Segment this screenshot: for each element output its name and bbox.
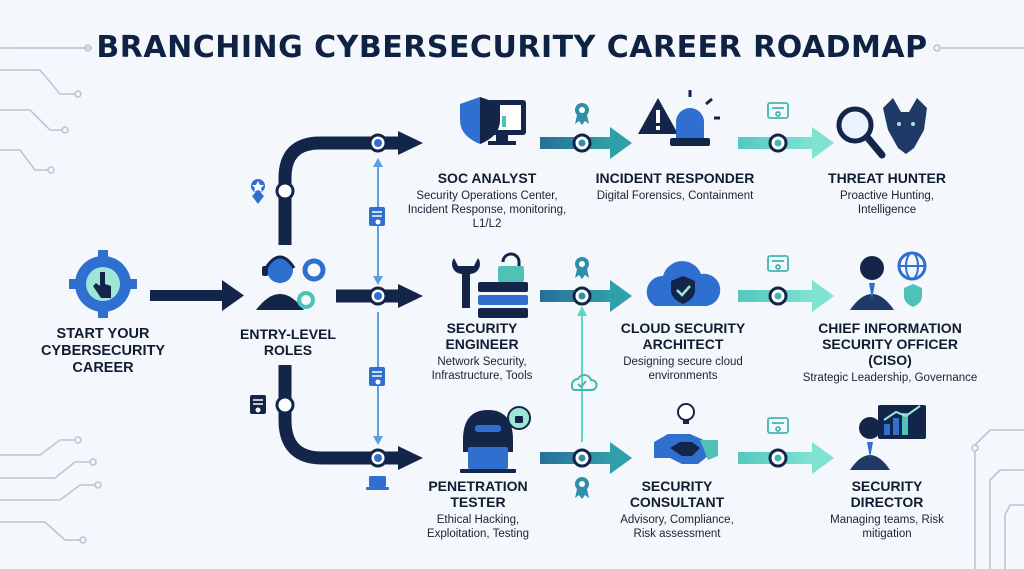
- page-title: BRANCHING CYBERSECURITY CAREER ROADMAP: [96, 30, 928, 65]
- certificate-icon: [767, 255, 789, 272]
- handshake-bulb-icon: [654, 403, 718, 464]
- role-security-engineer: SECURITY ENGINEER Network Security, Infr…: [422, 320, 542, 383]
- role-description: Advisory, Compliance, Risk assessment: [620, 514, 734, 540]
- role-ciso: CHIEF INFORMATION SECURITY OFFICER (CISO…: [800, 320, 980, 385]
- cloud-shield-icon: [646, 261, 721, 306]
- role-description: Proactive Hunting, Intelligence: [840, 190, 934, 216]
- role-title: THREAT HUNTER: [828, 170, 946, 186]
- arrow-pentester-to-consultant: [540, 442, 632, 474]
- award-ribbon-icon: [575, 477, 589, 499]
- medal-icon: [251, 179, 265, 204]
- arrow-engineer-to-cloud: [540, 280, 632, 312]
- role-soc-analyst: SOC ANALYST Security Operations Center, …: [402, 170, 572, 231]
- role-description: Ethical Hacking, Exploitation, Testing: [426, 514, 530, 540]
- role-description: Designing secure cloud environments: [623, 356, 743, 382]
- role-title: SECURITY CONSULTANT: [629, 478, 725, 510]
- role-security-director: SECURITY DIRECTOR Managing teams, Risk m…: [822, 478, 952, 541]
- circuit-decoration-top-right: [933, 44, 1024, 52]
- role-title: INCIDENT RESPONDER: [595, 170, 755, 186]
- start-title: START YOUR CYBERSECURITY CAREER: [40, 326, 166, 376]
- headset-agent-icon: [256, 255, 326, 310]
- role-title: SECURITY ENGINEER: [445, 320, 519, 352]
- circuit-decoration-top-left: [0, 44, 92, 174]
- branch-arrowheads: [398, 131, 423, 470]
- role-title: SECURITY DIRECTOR: [850, 478, 924, 510]
- role-cloud-security-architect: CLOUD SECURITY ARCHITECT Designing secur…: [608, 320, 758, 383]
- role-description: Strategic Leadership, Governance: [802, 372, 978, 384]
- award-ribbon-icon: [575, 103, 589, 125]
- role-description: Digital Forensics, Containment: [596, 190, 754, 202]
- role-threat-hunter: THREAT HUNTER Proactive Hunting, Intelli…: [812, 170, 962, 217]
- role-description: Managing teams, Risk mitigation: [830, 514, 944, 540]
- wrench-server-lock-icon: [452, 252, 528, 318]
- role-title: PENETRATION TESTER: [428, 478, 528, 510]
- role-description: Security Operations Center, Incident Res…: [407, 190, 567, 230]
- executive-globe-icon: [850, 251, 927, 310]
- circuit-decoration-bottom-right: [971, 429, 1024, 569]
- laptop-icon: [366, 476, 389, 490]
- certificate-icon: [767, 102, 789, 119]
- certificate-icon: [369, 367, 385, 386]
- arrow-soc-to-incident: [540, 127, 632, 159]
- entry-title: ENTRY-LEVEL ROLES: [240, 326, 336, 358]
- hacker-laptop-icon: [460, 406, 531, 473]
- certificate-icon: [369, 207, 385, 226]
- gear-hand-icon: [69, 250, 137, 318]
- shield-monitor-icon: [460, 97, 526, 145]
- certificate-icon: [767, 417, 789, 434]
- warning-siren-icon: [638, 90, 720, 146]
- role-penetration-tester: PENETRATION TESTER Ethical Hacking, Expl…: [418, 478, 538, 541]
- circuit-decoration-bottom-left: [0, 436, 102, 544]
- award-ribbon-icon: [575, 257, 589, 279]
- magnifier-wolf-icon: [836, 98, 927, 159]
- arrow-cloud-to-ciso: [738, 280, 834, 312]
- start-arrow: [150, 280, 244, 311]
- director-chart-icon: [850, 405, 926, 470]
- role-security-consultant: SECURITY CONSULTANT Advisory, Compliance…: [612, 478, 742, 541]
- entry-node: ENTRY-LEVEL ROLES: [218, 326, 358, 358]
- role-incident-responder: INCIDENT RESPONDER Digital Forensics, Co…: [590, 170, 760, 203]
- arrow-incident-to-hunter: [738, 127, 834, 159]
- certificate-icon: [250, 395, 266, 414]
- branch-trunk: [278, 136, 400, 465]
- role-title: CLOUD SECURITY ARCHITECT: [620, 320, 746, 352]
- role-title: SOC ANALYST: [437, 170, 537, 186]
- role-description: Network Security, Infrastructure, Tools: [431, 356, 533, 382]
- role-title: CHIEF INFORMATION SECURITY OFFICER (CISO…: [818, 320, 962, 368]
- start-node: START YOUR CYBERSECURITY CAREER: [18, 326, 188, 377]
- arrow-consultant-to-director: [738, 442, 834, 474]
- cloud-check-icon: [570, 374, 598, 391]
